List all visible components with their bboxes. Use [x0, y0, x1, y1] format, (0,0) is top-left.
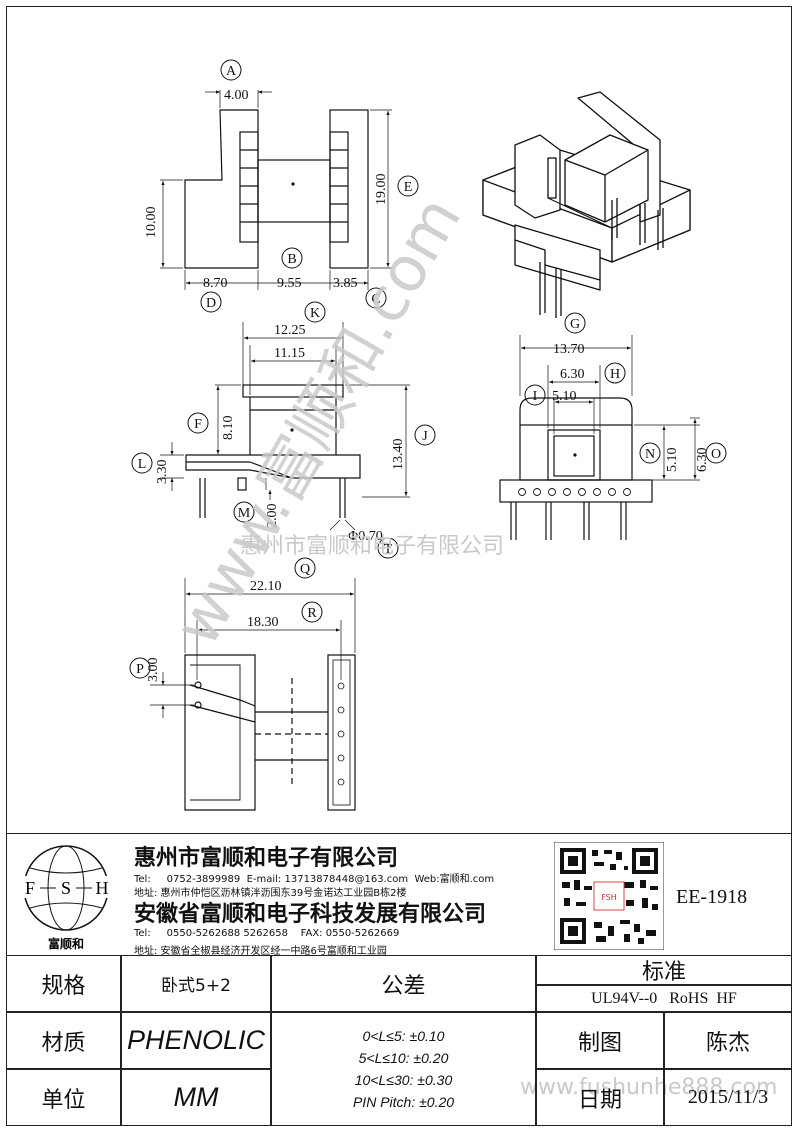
label-g: G [570, 317, 580, 332]
company2-name: 安徽省富顺和电子科技发展有限公司 [134, 902, 487, 927]
dim-c: 3.85 [333, 276, 358, 291]
top-view [160, 90, 392, 290]
dim-r: 18.30 [247, 615, 279, 630]
spec-value: 卧式5+2 [121, 955, 271, 1012]
dim-p: 3.00 [146, 658, 161, 683]
label-t: T [384, 542, 393, 557]
dim-t: Φ0.70 [348, 529, 383, 544]
title-block: F S H 富顺和 惠州市富顺和电子有限公司 Tel: 0752-3899989… [6, 833, 792, 1126]
unit-label: 单位 [6, 1069, 121, 1126]
dim-d: 8.70 [203, 276, 228, 291]
logo-name: 富顺和 [48, 936, 84, 951]
label-a: A [226, 64, 237, 79]
drawn-value: 陈杰 [664, 1012, 792, 1069]
label-circles [129, 59, 727, 679]
logo-letter-h: H [96, 878, 109, 898]
dim-h: 6.30 [560, 367, 585, 382]
label-n: N [645, 447, 655, 462]
tolerance-3: 10<L≤30: ±0.30 [354, 1072, 453, 1088]
dim-n: 5.10 [665, 448, 680, 473]
qr-code: FSH [554, 842, 664, 950]
dim-e: 19.00 [374, 174, 389, 206]
fsh-logo: F S H 富顺和 [20, 845, 112, 951]
logo-letter-f: F [25, 878, 35, 898]
logo-letter-s: S [61, 878, 71, 898]
spec-label: 规格 [6, 955, 121, 1012]
company2-fax: FAX: 0550-5262669 [300, 928, 400, 939]
tolerance-2: 5<L≤10: ±0.20 [358, 1050, 449, 1066]
bottom-view [150, 578, 356, 811]
company2-contact: Tel: 0550-5262688 5262658 FAX: 0550-5262… [134, 928, 400, 939]
label-p: P [136, 662, 144, 677]
label-m: M [238, 506, 251, 521]
watermark-bottom: www.fushunhe888.com [520, 1075, 777, 1100]
company2-address: 地址: 安徽省全椒县经济开发区经一中路6号富顺和工业园 [134, 946, 387, 957]
material-value: PHENOLIC [121, 1012, 271, 1069]
company1-tel: 0752-3899989 [166, 874, 241, 885]
label-d: D [206, 296, 216, 311]
label-i: I [533, 389, 538, 404]
dim-k2: 11.15 [274, 346, 305, 361]
tolerance-1: 0<L≤5: ±0.10 [362, 1028, 445, 1044]
watermark-center: 惠州市富顺和电子有限公司 [240, 534, 504, 559]
date-value: 2015/11/3 [664, 1069, 792, 1126]
dim-height10: 10.00 [144, 207, 159, 239]
front-view [160, 322, 410, 531]
label-l: L [138, 457, 147, 472]
tolerance-label: 公差 [271, 955, 536, 1012]
tolerance-list: 0<L≤5: ±0.10 5<L≤10: ±0.20 10<L≤30: ±0.3… [271, 1012, 536, 1126]
standard-label: 标准 [641, 960, 686, 985]
label-e: E [404, 180, 413, 195]
dim-q: 22.10 [250, 579, 282, 594]
svg-text:FSH: FSH [601, 893, 617, 902]
company1-contact: Tel: 0752-3899989 E-mail: 13713878448@16… [134, 874, 495, 885]
dim-o: 6.30 [695, 448, 710, 473]
company-header: F S H 富顺和 惠州市富顺和电子有限公司 Tel: 0752-3899989… [6, 833, 792, 957]
company1-address: 地址: 惠州市仲恺区沥林镇泮沥围东39号金诺达工业园B栋2楼 [134, 888, 407, 899]
label-j: J [422, 429, 428, 444]
dim-g: 13.70 [553, 342, 585, 357]
model-number: EE-1918 [676, 886, 748, 908]
dim-m: 2.00 [265, 504, 280, 529]
label-r: R [307, 606, 317, 621]
company1-email: E-mail: 13713878448@163.com [246, 874, 409, 885]
company1-name: 惠州市富顺和电子有限公司 [134, 846, 399, 871]
label-b: B [287, 252, 296, 267]
dim-f: 8.10 [221, 416, 236, 441]
dim-l: 3.30 [155, 460, 170, 485]
dim-a: 4.00 [224, 88, 249, 103]
unit-value: MM [121, 1069, 271, 1126]
watermark-vertical: www.富顺和.com [160, 184, 475, 657]
date-label: 日期 [536, 1069, 664, 1126]
standard-value: UL94V--0 RoHS HF [536, 985, 792, 1012]
isometric-view [482, 91, 691, 318]
company2-tel: 0550-5262688 5262658 [166, 928, 288, 939]
tolerance-4: PIN Pitch: ±0.20 [352, 1094, 455, 1110]
dim-i: 5.10 [552, 389, 577, 404]
label-h: H [610, 367, 620, 382]
label-f: F [194, 417, 202, 432]
label-q: Q [300, 562, 310, 577]
material-label: 材质 [6, 1012, 121, 1069]
side-view [499, 335, 700, 540]
company1-web: Web:富顺和.com [414, 874, 495, 885]
dim-k: 12.25 [274, 323, 306, 338]
dim-j: 13.40 [391, 439, 406, 471]
label-o: O [711, 447, 721, 462]
standard-label-cell: 标准 [536, 955, 792, 985]
drawn-label: 制图 [536, 1012, 664, 1069]
label-k: K [310, 306, 320, 321]
dim-b: 9.55 [277, 276, 302, 291]
label-c: C [371, 292, 380, 307]
